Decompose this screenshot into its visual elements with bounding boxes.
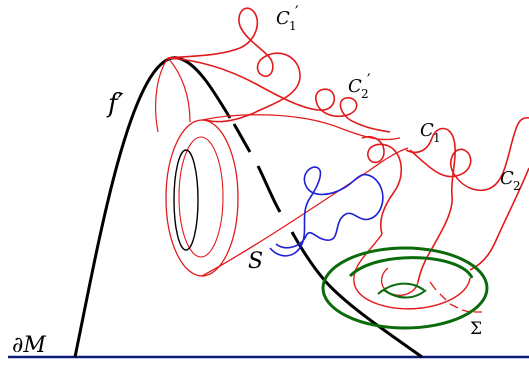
curve-c1 xyxy=(361,136,403,235)
label-f-prime: f′ xyxy=(106,89,124,119)
label-s: S xyxy=(248,249,263,274)
curve-c1-drop xyxy=(405,127,456,283)
curve-f-prime-segment xyxy=(256,165,282,213)
label-c2-sub: 2 xyxy=(513,179,521,193)
label-c2-prime-mark: ′ xyxy=(367,70,371,89)
curve-c2 xyxy=(409,116,529,192)
curve-s xyxy=(269,166,384,257)
label-boundary: ∂M xyxy=(12,333,46,358)
curve-f-prime-segment xyxy=(232,123,252,153)
tube-top-edge xyxy=(201,114,401,141)
label-c1-prime-sub: 1 xyxy=(289,19,297,33)
surface-sigma-outer xyxy=(321,246,489,330)
curve-c1-prime xyxy=(167,7,301,123)
surface-sigma-handle-top xyxy=(377,282,425,295)
label-c2-prime: C xyxy=(348,76,362,97)
sigma-red-dashed xyxy=(429,281,482,313)
tube-tip xyxy=(155,57,191,133)
curve-c2-drop xyxy=(469,167,529,271)
tube-inner-ring xyxy=(178,136,224,258)
surface-sigma-inner xyxy=(348,256,474,279)
tube-outer-ring xyxy=(165,119,239,277)
curve-c2-prime xyxy=(167,57,391,133)
label-sigma: Σ xyxy=(470,319,482,339)
label-c1-prime: C xyxy=(276,8,290,29)
label-c2: C xyxy=(500,168,514,189)
label-c2-prime-sub: 2 xyxy=(361,87,369,101)
label-c1-prime-mark: ′ xyxy=(295,2,299,21)
curve-f-prime xyxy=(73,56,232,358)
label-c1-sub: 1 xyxy=(433,131,441,145)
surface-sigma-handle-bottom xyxy=(383,289,427,299)
label-c1: C xyxy=(420,120,434,141)
sigma-red-loop xyxy=(353,233,471,310)
curve-f-prime-segment xyxy=(290,231,423,359)
meridian-loop xyxy=(173,149,199,251)
